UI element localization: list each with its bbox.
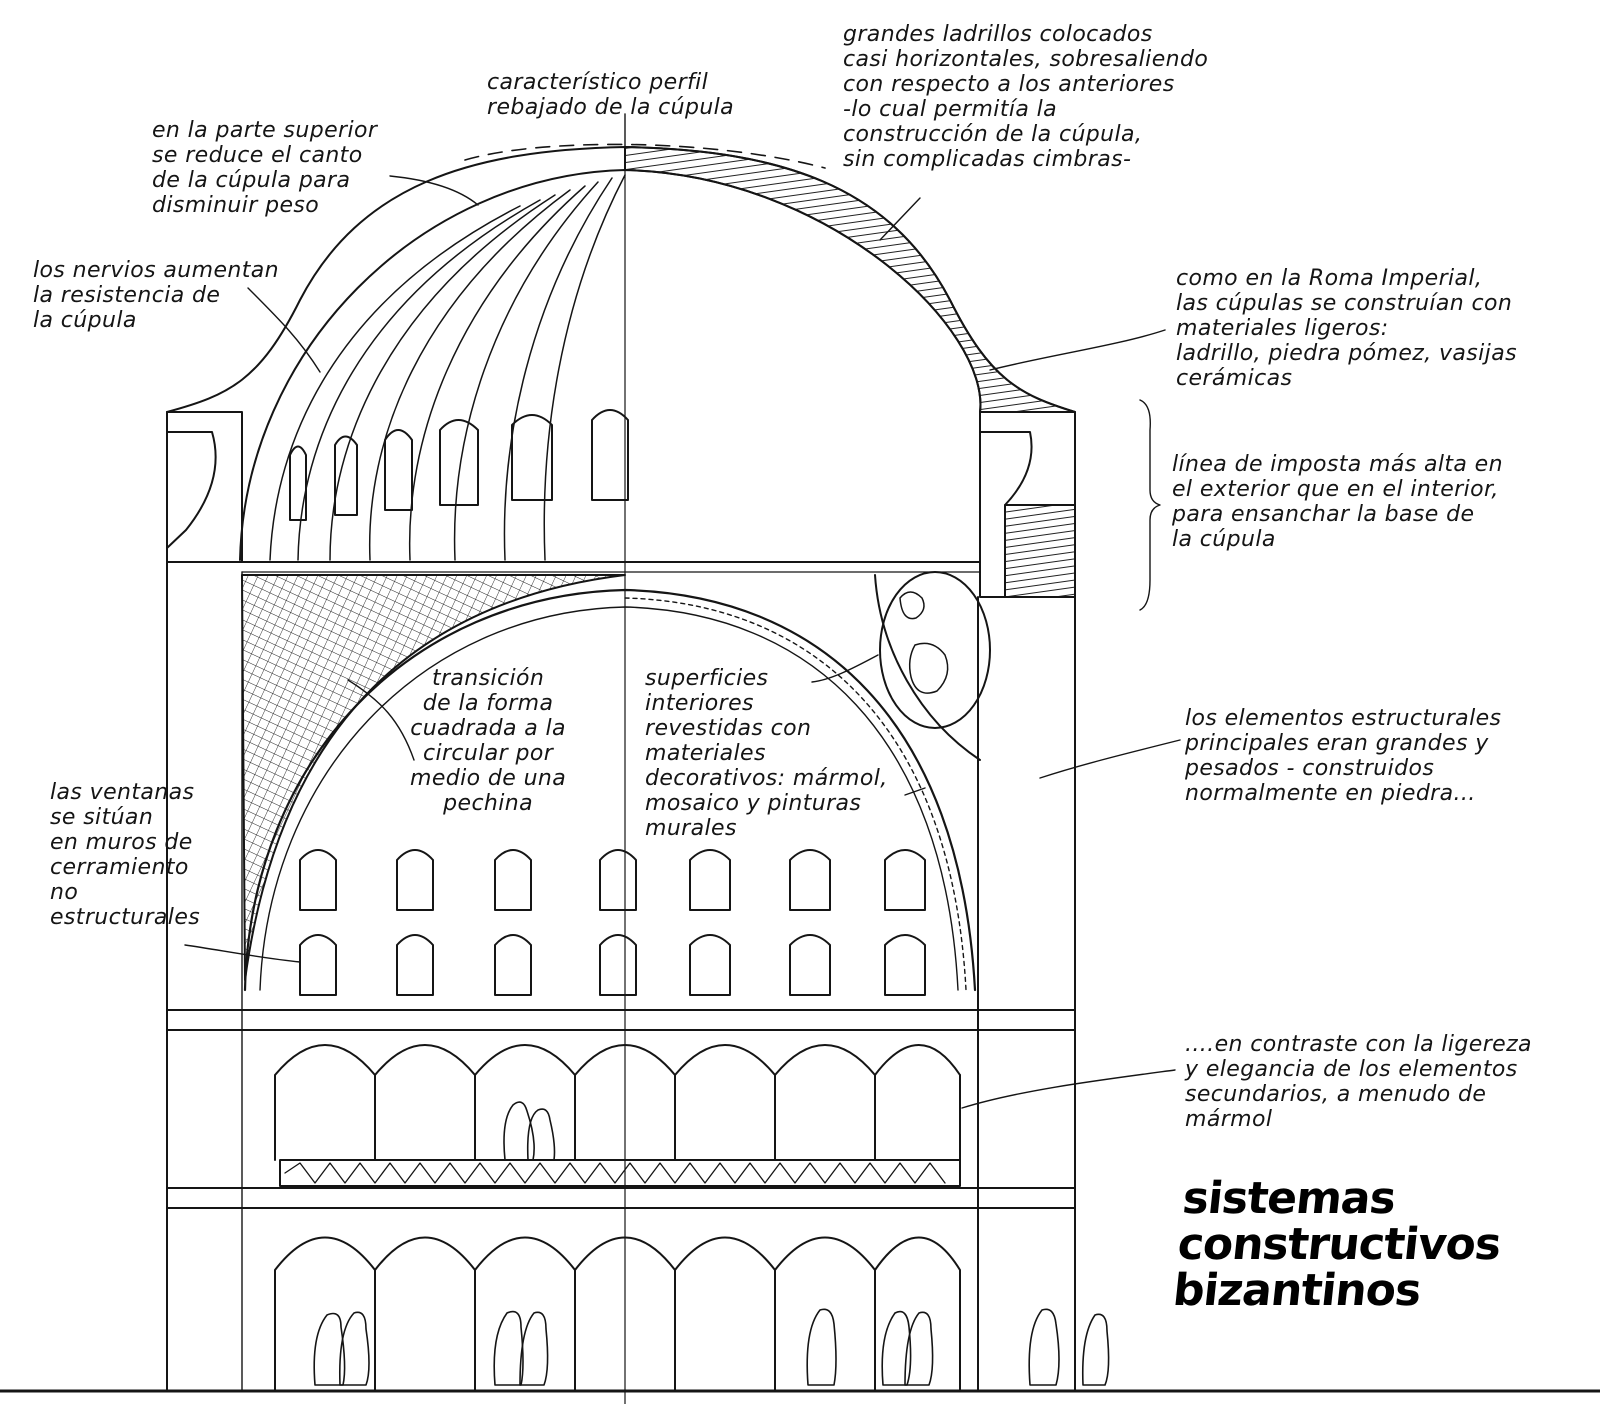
- impost-right-hatch: [1005, 505, 1075, 597]
- main-arch: [245, 590, 975, 990]
- clerestory-windows-upper: [300, 850, 925, 910]
- pendentive-right-curve: [875, 575, 980, 760]
- medallion-ornament-bottom: [910, 643, 948, 693]
- diagram-title: sistemas constructivos bizantinos: [1170, 1173, 1503, 1316]
- arch-scallop-band: [625, 598, 966, 990]
- annotation-interior-surfaces: superficies interiores revestidas con ma…: [645, 666, 888, 841]
- dome-ribs: [270, 175, 625, 560]
- main-arch-inner: [260, 607, 958, 990]
- annotation-secondary-elements: ....en contraste con la ligereza y elega…: [1185, 1032, 1532, 1132]
- leader-lines: [185, 114, 1180, 1108]
- dome-shell-hatch: [625, 147, 1075, 412]
- annotation-ribs: los nervios aumentan la resistencia de l…: [33, 258, 279, 333]
- drum-windows: [290, 410, 628, 520]
- annotation-dome-top-thickness: en la parte superior se reduce el canto …: [152, 118, 378, 218]
- annotation-bricks: grandes ladrillos colocados casi horizon…: [843, 22, 1209, 172]
- medallion-ornament-top: [900, 592, 924, 619]
- pendentive-medallion: [880, 572, 990, 728]
- human-figures: [314, 1102, 1108, 1385]
- clerestory-windows-lower: [300, 935, 925, 995]
- profile-dashed-arc: [465, 144, 825, 168]
- annotation-light-materials: como en la Roma Imperial, las cúpulas se…: [1176, 266, 1517, 391]
- annotation-windows: las ventanas se sitúan en muros de cerra…: [50, 780, 201, 930]
- annotation-impost-line: línea de imposta más alta en el exterior…: [1172, 452, 1503, 552]
- annotation-structural-elements: los elementos estructurales principales …: [1185, 706, 1502, 806]
- lower-arcade: [275, 1238, 960, 1392]
- upper-arcade: [275, 1045, 960, 1186]
- impost-left: [167, 412, 242, 562]
- impost-left-curve: [167, 432, 216, 548]
- impost-right-curve: [980, 432, 1032, 505]
- annotation-pendentive-transition: transición de la forma cuadrada a la cir…: [410, 666, 567, 816]
- annotation-dome-profile: característico perfil rebajado de la cúp…: [487, 70, 735, 120]
